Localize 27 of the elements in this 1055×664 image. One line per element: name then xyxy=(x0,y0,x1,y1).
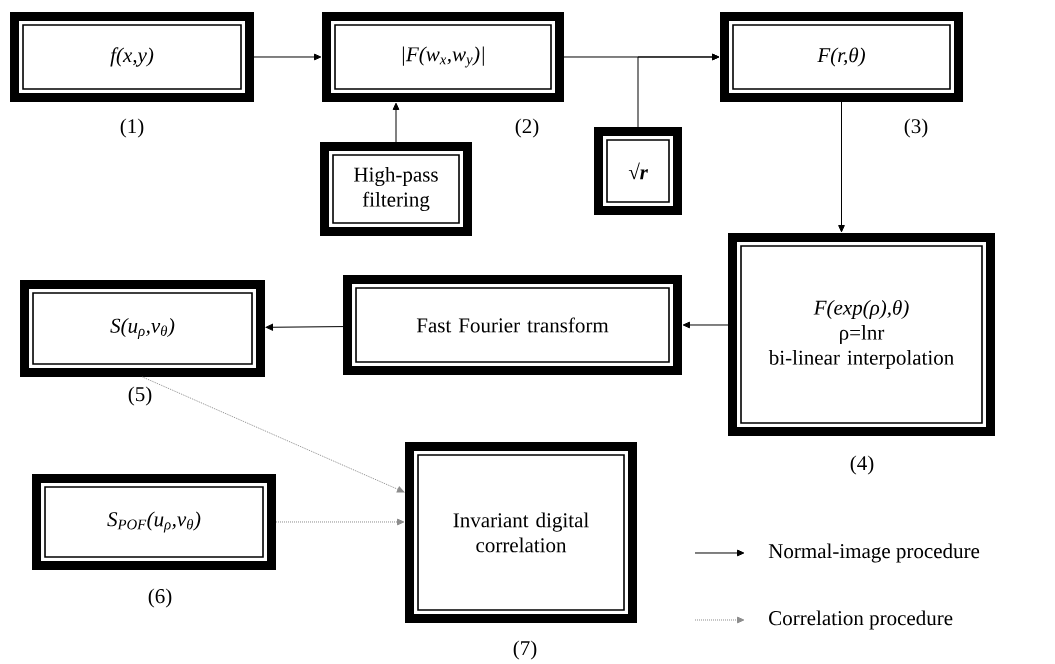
process-box: Fast Fourier transform xyxy=(343,275,682,375)
legend-label: Correlation procedure xyxy=(769,610,953,630)
process-box: F(r,θ) xyxy=(720,12,963,102)
arrow xyxy=(265,323,344,331)
arrow xyxy=(392,102,400,143)
process-box: Invariant digital correlation xyxy=(405,442,637,623)
process-box: S$_{POF}$(u$_{ρ}$,v$_{θ}$) xyxy=(32,474,276,570)
arrow xyxy=(682,321,729,329)
step-number: (5) xyxy=(128,386,152,406)
process-box: S(u$_{ρ}$,v$_{θ}$) xyxy=(20,280,265,377)
arrow xyxy=(637,53,720,128)
process-box: |F(w$_{x}$,w$_{y}$)| xyxy=(322,12,564,102)
step-number: (3) xyxy=(904,118,928,138)
process-box: √r xyxy=(594,127,682,215)
step-number: (7) xyxy=(513,640,537,660)
arrow xyxy=(253,53,322,61)
process-box: High-pass filtering xyxy=(320,142,472,236)
arrow xyxy=(142,376,405,493)
process-box: F(exp(ρ),θ) ρ=lnr bi-linear interpolation xyxy=(728,233,995,436)
step-number: (2) xyxy=(515,118,539,138)
legend-label: Normal-image procedure xyxy=(768,543,980,563)
arrow xyxy=(838,101,845,233)
step-number: (4) xyxy=(850,455,874,475)
step-number: (1) xyxy=(120,118,144,138)
process-box: f(x,y) xyxy=(10,12,254,102)
step-number: (6) xyxy=(148,588,172,608)
arrow xyxy=(275,518,405,526)
